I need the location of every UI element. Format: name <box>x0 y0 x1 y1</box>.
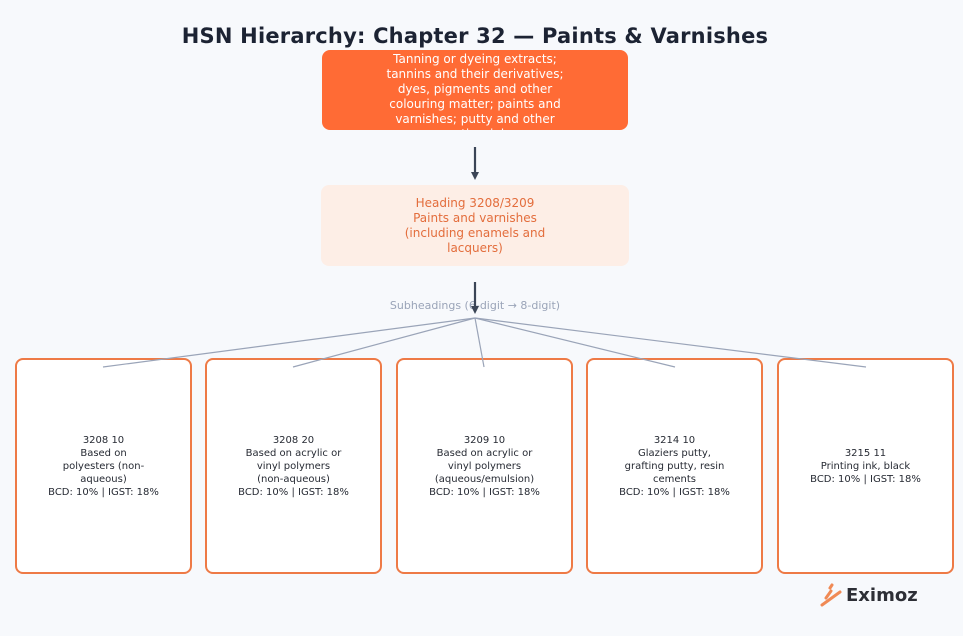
diagram-title: HSN Hierarchy: Chapter 32 — Paints & Var… <box>181 24 769 48</box>
subheading-card: 3215 11 Printing ink, black BCD: 10% | I… <box>777 358 954 574</box>
heading-code: Heading 3208/3209 <box>415 196 535 210</box>
heading-line-4: lacquers) <box>447 241 503 255</box>
subheading-description: Based on polyesters (non-aqueous) <box>62 447 145 485</box>
subheading-duty: BCD: 10% | IGST: 18% <box>238 486 349 498</box>
subheading-duty: BCD: 10% | IGST: 18% <box>619 486 730 498</box>
chapter-node: Tanning or dyeing extracts; tannins and … <box>322 50 628 130</box>
eximoz-logo-text: Eximoz <box>846 584 918 606</box>
chapter-description: Tanning or dyeing extracts; tannins and … <box>386 52 564 130</box>
subheading-code: 3214 10 <box>653 434 696 446</box>
connector-line <box>292 317 476 368</box>
connector-line <box>474 317 867 368</box>
eximoz-logo-icon <box>820 583 842 607</box>
subheading-card: 3209 10 Based on acrylic or vinyl polyme… <box>396 358 573 574</box>
subheading-card: 3208 20 Based on acrylic or vinyl polyme… <box>205 358 382 574</box>
heading-line-2: Paints and varnishes <box>413 211 537 225</box>
subheading-duty: BCD: 10% | IGST: 18% <box>810 473 921 485</box>
subheading-description: Based on acrylic or vinyl polymers (non-… <box>245 447 342 485</box>
heading-node: Heading 3208/3209 Paints and varnishes (… <box>321 185 629 266</box>
subheading-description: Glaziers putty, grafting putty, resin ce… <box>624 447 725 485</box>
subheading-description: Based on acrylic or vinyl polymers (aque… <box>434 447 535 485</box>
heading-line-3: (including enamels and <box>404 226 546 240</box>
connector-line <box>102 317 476 368</box>
subheading-code: 3215 11 <box>844 447 887 459</box>
subheading-card: 3208 10 Based on polyesters (non-aqueous… <box>15 358 192 574</box>
subheading-code: 3208 10 <box>82 434 125 446</box>
subheading-code: 3208 20 <box>272 434 315 446</box>
eximoz-logo: Eximoz <box>820 583 918 607</box>
subheading-duty: BCD: 10% | IGST: 18% <box>429 486 540 498</box>
subheading-description: Printing ink, black <box>820 460 911 472</box>
subheading-duty: BCD: 10% | IGST: 18% <box>48 486 159 498</box>
connector-line <box>474 317 485 368</box>
subheading-code: 3209 10 <box>463 434 506 446</box>
subheading-card: 3214 10 Glaziers putty, grafting putty, … <box>586 358 763 574</box>
connector-line <box>474 317 676 368</box>
